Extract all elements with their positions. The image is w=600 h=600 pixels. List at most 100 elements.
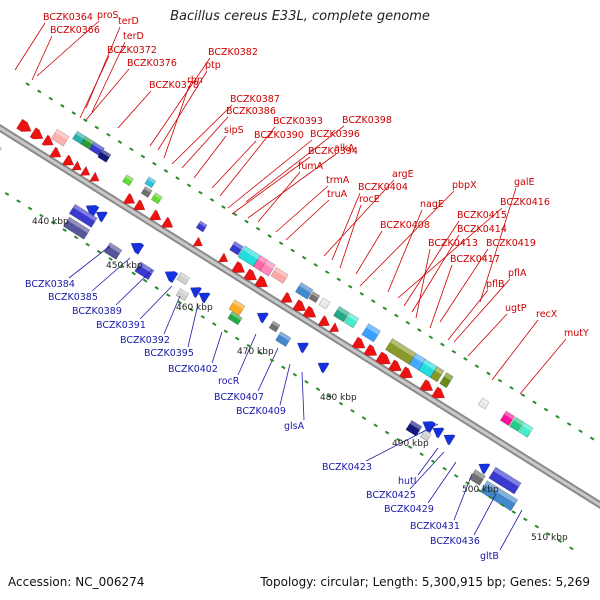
forward-gene-box [385,338,417,365]
tick-mark [37,89,42,94]
forward-gene-box [308,291,321,303]
tick-mark [189,307,194,312]
forward-gene-arrow [243,268,258,281]
forward-gene-label: nagE [420,199,444,210]
tick-mark [269,358,275,363]
tick-mark [73,235,79,240]
forward-gene-box [237,245,261,267]
tick-mark [119,264,125,269]
tick-label: 470 kbp [237,347,274,357]
leader-line [211,140,257,189]
forward-gene-box [229,241,244,256]
leader-line [257,171,301,223]
forward-gene-label: rbn [187,75,203,86]
tick-mark [25,82,30,87]
tick-mark [336,277,341,282]
tick-mark [324,270,330,275]
reverse-gene-label: BCZK0423 [322,462,372,473]
reverse-gene-box [405,419,423,437]
forward-gene-box [270,267,289,284]
forward-gene-box [195,220,208,233]
tick-mark [534,524,540,529]
tick-mark [27,206,33,211]
forward-gene-label: pbpX [452,180,477,191]
leader-line [31,35,53,81]
reverse-gene-box [134,261,155,281]
reverse-gene-arrow [478,463,491,475]
forward-gene-label: BCZK0372 [107,45,157,56]
tick-mark [83,118,88,123]
forward-gene-box [318,297,331,310]
leader-line [163,295,181,335]
reverse-gene-label: BCZK0395 [144,348,194,359]
tick-mark [394,313,399,318]
leader-line [193,135,227,179]
forward-gene-box [51,128,70,147]
reverse-gene-label: hutI [398,476,417,487]
reverse-gene-box [275,331,292,347]
tick-mark [186,183,192,188]
forward-gene-label: galE [514,177,535,188]
tick-mark [419,452,424,457]
reverse-gene-arrow [85,205,100,218]
tick-mark [232,212,238,217]
tick-label: 450 kbp [106,261,143,271]
reverse-gene-arrow [189,287,203,299]
tick-label: 510 kbp [531,533,568,543]
leader-line [171,104,233,165]
leader-line [227,139,313,209]
forward-gene-label: BCZK0416 [500,197,550,208]
tick-mark [131,271,136,276]
reverse-gene-box [63,216,91,240]
forward-gene-arrow [217,252,229,263]
leader-line [359,190,455,287]
forward-gene-box [361,323,381,343]
leader-line [115,269,153,306]
tick-mark [442,466,447,471]
reverse-gene-arrow [432,427,445,439]
tick-mark [327,394,332,399]
leader-line [331,192,361,261]
tick-mark [453,474,459,478]
tick-mark [301,255,307,260]
tick-mark [523,517,528,522]
leader-line [499,509,523,551]
tick-mark [511,510,517,515]
tick-mark [313,263,318,267]
tick-mark [543,407,549,412]
leader-line [417,447,439,476]
tick-mark [177,300,182,305]
tick-mark [290,248,295,253]
leader-line [187,303,199,348]
forward-gene-arrow [375,351,391,365]
reverse-gene-box [103,242,123,260]
leader-line [467,313,508,357]
tick-mark [315,387,321,392]
tick-mark [258,351,263,355]
tick-label: 480 kbp [320,393,357,403]
forward-gene-label: BCZK0393 [273,116,323,127]
forward-gene-arrow [254,275,269,288]
tick-mark [463,357,468,361]
forward-gene-arrow [302,305,317,318]
forward-gene-arrow [62,154,75,166]
forward-gene-label: BCZK0387 [230,94,280,105]
reverse-gene-arrow [443,434,456,446]
forward-gene-box [140,186,153,198]
tick-mark [555,414,560,419]
tick-mark [509,385,514,390]
forward-gene-label: mutY [564,328,589,339]
tick-mark [557,539,563,543]
tick-mark [209,197,215,202]
leader-line [237,333,257,376]
reverse-gene-box [68,203,98,228]
reverse-gene-label: BCZK0436 [430,536,480,547]
tick-mark [235,336,240,341]
forward-gene-box [150,192,163,205]
forward-gene-label: BCZK0419 [486,238,536,249]
tick-mark [140,154,146,159]
leader-line [365,423,439,462]
forward-gene-arrow [89,171,100,182]
